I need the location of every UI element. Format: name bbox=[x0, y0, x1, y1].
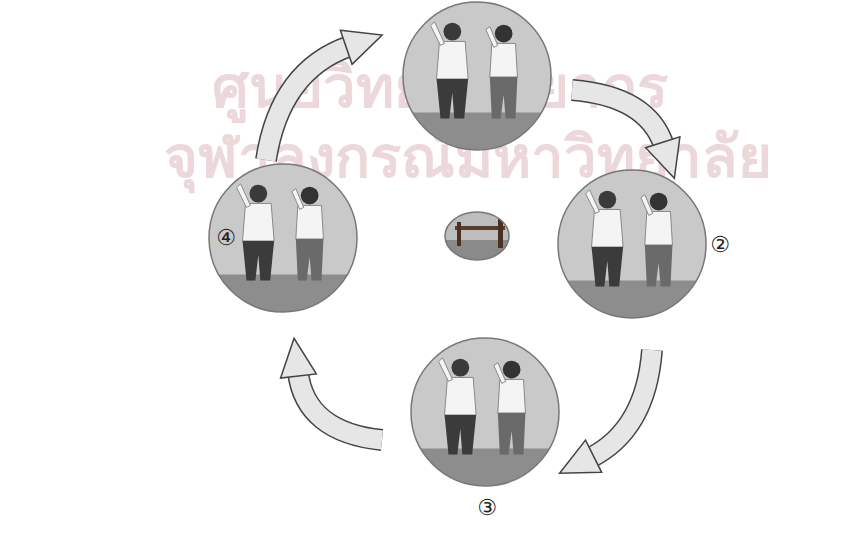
photo-circles bbox=[209, 2, 706, 486]
callout-number: ② bbox=[710, 233, 730, 257]
callout-number: ③ bbox=[477, 496, 497, 520]
callout-number: ④ bbox=[216, 226, 236, 250]
cycle-arrows bbox=[266, 46, 664, 458]
